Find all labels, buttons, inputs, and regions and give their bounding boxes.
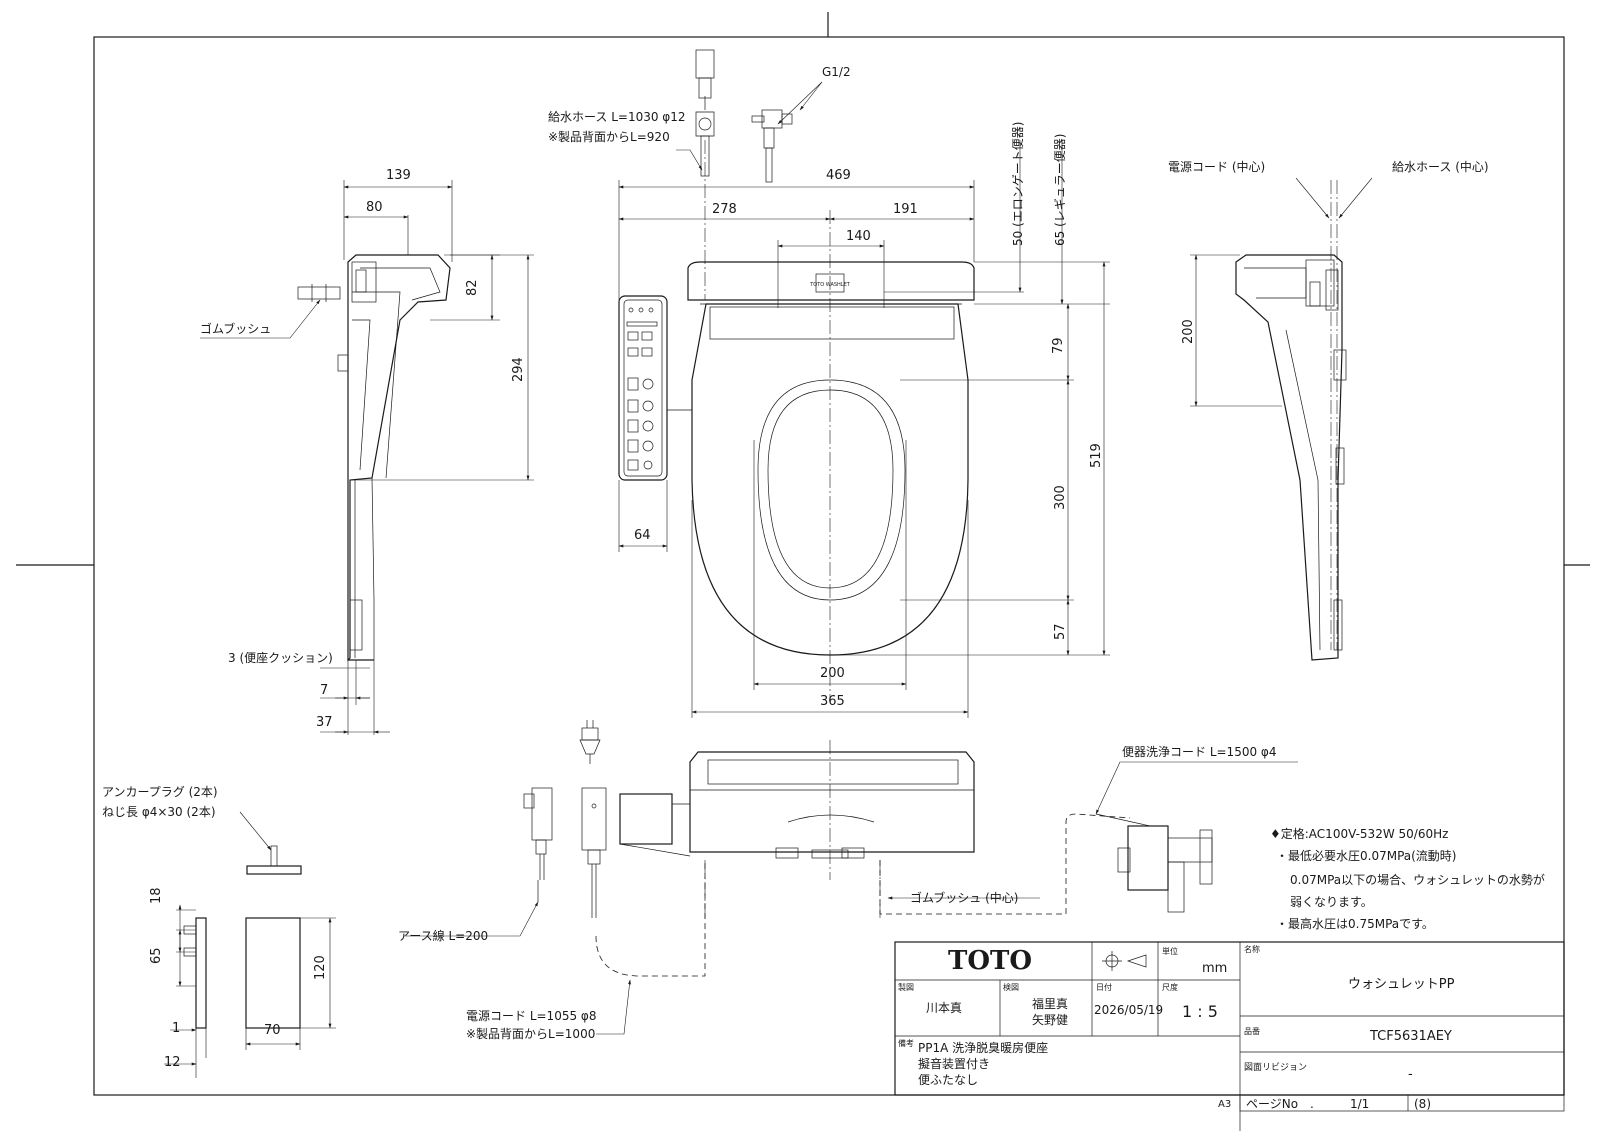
dim-278: 278 — [712, 202, 737, 217]
model-label: 品番 — [1244, 1027, 1260, 1036]
bracket-detail — [164, 811, 336, 1078]
dim-65b: 65 — [149, 947, 164, 964]
model-value: TCF5631AEY — [1370, 1029, 1452, 1044]
dim-120: 120 — [313, 955, 328, 980]
dim-191: 191 — [893, 202, 918, 217]
date-value: 2026/05/19 — [1094, 1003, 1164, 1017]
label-power-cord: 電源コード L=1055 φ8 — [466, 1009, 597, 1023]
unit-label: 単位 — [1162, 947, 1178, 956]
remark-1: PP1A 洗浄脱臭暖房便座 — [918, 1041, 1049, 1055]
label-hose-center: 給水ホース (中心) — [1392, 160, 1489, 174]
spec-line-5: ・最高水圧は0.75MPaです。 — [1276, 917, 1434, 931]
dim-50: 50 (エロンゲート便器) — [1011, 121, 1025, 246]
brand-logo: TOTO — [948, 946, 1032, 976]
label-g12: G1/2 — [822, 65, 851, 79]
title-block — [894, 941, 1565, 1131]
dim-12: 12 — [164, 1055, 181, 1070]
front-view — [619, 740, 975, 920]
scale-label: 尺度 — [1162, 983, 1178, 992]
dim-300: 300 — [1053, 485, 1068, 510]
label-earth: アース線 L=200 — [398, 929, 489, 943]
page-mark: (8) — [1414, 1097, 1431, 1111]
remark-label: 備考 — [898, 1039, 914, 1048]
name-value: ウォシュレットPP — [1348, 977, 1455, 992]
checked-label: 検図 — [1003, 983, 1019, 992]
checked-value-1: 福里真 — [1032, 997, 1069, 1011]
page-label: ページNo — [1246, 1097, 1299, 1111]
dim-57: 57 — [1053, 623, 1068, 640]
plugs-and-cords — [404, 720, 1298, 1035]
spec-line-4: 弱くなります。 — [1290, 895, 1373, 909]
flush-unit — [1095, 813, 1213, 913]
dim-82: 82 — [465, 279, 480, 296]
checked-value-2: 矢野健 — [1032, 1013, 1069, 1027]
dim-18: 18 — [149, 887, 164, 904]
spec-line-3: 0.07MPa以下の場合、ウォシュレットの水勢が — [1290, 873, 1545, 887]
name-label: 名称 — [1244, 945, 1260, 954]
revision-value: - — [1408, 1067, 1413, 1082]
unit-value: mm — [1202, 961, 1228, 976]
label-anchor-1: アンカープラグ (2本) — [102, 785, 218, 799]
label-cushion: 3 (便座クッション) — [228, 651, 333, 665]
dim-365: 365 — [820, 694, 845, 709]
page-value: 1/1 — [1350, 1097, 1370, 1111]
left-side-dims — [200, 180, 534, 735]
dim-70: 70 — [264, 1023, 281, 1038]
label-anchor-2: ねじ長 φ4×30 (2本) — [102, 805, 216, 819]
dim-64: 64 — [634, 528, 651, 543]
label-flush-cord: 便器洗浄コード L=1500 φ4 — [1122, 745, 1277, 759]
dim-519: 519 — [1089, 443, 1104, 468]
dim-200: 200 — [820, 666, 845, 681]
label-power-cord-center: 電源コード (中心) — [1168, 160, 1266, 174]
remark-2: 擬音装置付き — [918, 1057, 991, 1071]
drawing-frame — [16, 12, 1590, 1096]
label-rubber-bush: ゴムブッシュ — [200, 322, 272, 336]
page-dot: . — [1310, 1097, 1314, 1111]
label-power-note: ※製品背面からL=1000 — [466, 1027, 596, 1041]
spec-line-2: ・最低必要水圧0.07MPa(流動時) — [1276, 849, 1457, 863]
spec-line-1: ♦定格:AC100V-532W 50/60Hz — [1270, 827, 1449, 841]
dim-140: 140 — [846, 229, 871, 244]
right-side-view — [1235, 254, 1347, 661]
label-rubber-bush-center: ゴムブッシュ (中心) — [910, 891, 1019, 905]
drawn-label: 製図 — [898, 983, 914, 992]
dim-65: 65 (レギュラー便器) — [1053, 133, 1067, 246]
dim-37: 37 — [316, 715, 333, 730]
dim-right-200: 200 — [1181, 319, 1196, 344]
dim-7: 7 — [320, 683, 329, 698]
scale-value: 1 : 5 — [1182, 1002, 1218, 1021]
dim-79: 79 — [1051, 337, 1066, 354]
right-side-dims — [1190, 177, 1373, 650]
remote-controller — [618, 295, 692, 481]
left-side-view — [297, 254, 451, 662]
drawn-value: 川本真 — [926, 1001, 963, 1015]
dim-1: 1 — [172, 1021, 181, 1036]
water-fittings — [676, 49, 823, 183]
dim-139: 139 — [386, 168, 411, 183]
plan-dims — [618, 140, 1110, 718]
label-hose: 給水ホース L=1030 φ12 — [548, 110, 686, 124]
remark-3: 便ふたなし — [918, 1073, 979, 1087]
dim-80: 80 — [366, 200, 383, 215]
label-hose-note: ※製品背面からL=920 — [548, 130, 670, 144]
dim-469: 469 — [826, 168, 851, 183]
date-label: 日付 — [1096, 983, 1112, 992]
sheet-size: A3 — [1218, 1099, 1232, 1110]
revision-label: 図面リビジョン — [1244, 1063, 1308, 1073]
dim-294: 294 — [511, 357, 526, 382]
